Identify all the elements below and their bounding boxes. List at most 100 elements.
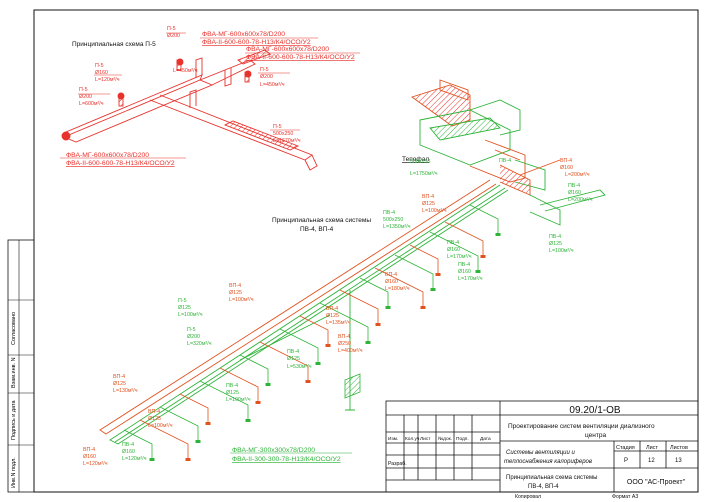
p5-label-2-name: П-5 <box>79 87 88 93</box>
branch-duct <box>394 254 434 288</box>
vp4-l8-name: ВП-4 <box>83 447 95 453</box>
vp4-l1-name: ВП-4 <box>422 194 434 200</box>
vp4-l3-flow: L=100м³/ч <box>229 297 254 303</box>
pv4-l10-d: Ø125 <box>226 390 239 396</box>
pv4-l6-name: ПВ-4 <box>549 234 561 240</box>
vp4-l2-d: Ø160 <box>385 279 398 285</box>
pv4-l3-name: ПВ-4 <box>447 240 459 246</box>
doc-code: 09.20/1-ОВ <box>569 405 620 416</box>
p5-label-5-name: П-5 <box>273 124 282 130</box>
vp4-l5-name: ВП-4 <box>338 334 350 340</box>
branch-duct <box>299 315 329 344</box>
pv4-l11-name: ПВ-4 <box>122 442 134 448</box>
vp4-l2-name: ВП-4 <box>385 272 397 278</box>
col-sheet: Лист <box>420 436 431 442</box>
branch-duct <box>429 231 479 270</box>
p5-label-3-d: Ø200 <box>167 33 180 39</box>
sheets-value: 13 <box>675 458 682 464</box>
p5-filter-labels: ФВА-МГ-600х600х78/D200 ФВА-II-600-600-78… <box>66 31 355 167</box>
green-filter-l2: ФВА-II-300-300-78-Н13/К4/ОСО/У2 <box>232 456 341 463</box>
pv4-l5-name: ПВ-4 <box>568 183 580 189</box>
vp4-l3-name: ВП-4 <box>229 283 241 289</box>
col-date: Дата <box>480 436 491 442</box>
branch-duct <box>374 267 424 306</box>
pv4-l9-name: ПВ-4 <box>287 349 299 355</box>
p5-leaders <box>60 32 360 159</box>
diffuser-icon <box>315 362 321 365</box>
pv4-l4-name: ПВ-4 <box>458 262 470 268</box>
vp4-l1-flow: L=100м³/ч <box>422 208 447 214</box>
title-block-text: 09.20/1-ОВ Проектирование систем вентиля… <box>388 405 688 500</box>
pv4-l6-d: Ø125 <box>549 241 562 247</box>
diffuser-icon <box>420 306 426 309</box>
vp4-l7-d: Ø125 <box>148 416 161 422</box>
vp4-l6-name: ВП-4 <box>113 374 125 380</box>
vp4-l6-flow: L=130м³/ч <box>113 388 138 394</box>
pv4-l5-d: Ø160 <box>568 190 581 196</box>
diffuser-icon <box>255 401 261 404</box>
vp4-l6-d: Ø125 <box>113 381 126 387</box>
stamp-replaced: Взам.инв. N <box>11 357 17 388</box>
col-doc: №док. <box>438 436 452 442</box>
p5-label-3-name: П-5 <box>167 26 176 32</box>
green-filter-l1: ФВА-МГ-300х300х78/D200 <box>232 447 315 454</box>
filter-left-l1: ФВА-МГ-600х600х78/D200 <box>66 152 149 159</box>
branch-duct <box>219 367 259 401</box>
diffuser-icon <box>325 344 331 347</box>
filter-left-l2: ФВА-II-600-600-78-Н13/К4/ОСО/У2 <box>66 160 175 167</box>
pv4-l1-d: 500х250 <box>410 159 430 165</box>
diffuser-icon <box>205 422 211 425</box>
p5-label-5-flow: L=1670м³/ч <box>273 138 301 144</box>
copied-label: Копировал <box>515 494 541 500</box>
vp4-l8-flow: L=120м³/ч <box>83 461 108 467</box>
branch-duct <box>319 302 369 341</box>
sheet-name-1: Принципиальная схема системы <box>506 475 597 481</box>
pv4-labels: 500х250 L=1750м³/ч ПВ-4 ПВ-4 500х250 L=1… <box>122 158 593 462</box>
pv4-l2-name: ПВ-4 <box>383 210 395 216</box>
vp4-l4-name: ВП-4 <box>326 306 338 312</box>
stamp-signature: Подпись и дата <box>11 400 17 440</box>
branch-duct <box>359 277 389 306</box>
diffuser-icon <box>430 288 436 291</box>
branch-duct <box>123 429 153 458</box>
p5-label-2-d: Ø200 <box>79 94 92 100</box>
diffuser-icon <box>435 273 441 276</box>
pv4-l2-d: 500х250 <box>383 217 403 223</box>
col-count: Кол.уч <box>405 436 420 442</box>
pv4-trunk <box>109 184 606 445</box>
p5-label-1-flow: L=120м³/ч <box>95 77 120 83</box>
branch-duct <box>179 393 209 422</box>
pv4-l7-d: Ø125 <box>178 305 191 311</box>
stamp-inventory: Инв.N подл. <box>11 457 17 488</box>
branch-duct <box>139 419 189 458</box>
p5-label-3-flow: L=450м³/ч <box>173 68 198 74</box>
sheets-header: Листов <box>670 445 688 451</box>
pv4-l11-d: Ø160 <box>122 449 135 455</box>
pv4-l4-flow: L=170м³/ч <box>458 276 483 282</box>
branch-duct <box>444 221 484 255</box>
sheet-value: 12 <box>648 458 655 464</box>
pv4-l1-flow: L=1750м³/ч <box>410 171 438 177</box>
ahu-unit <box>411 79 546 196</box>
filter-mid-l1: ФВА-МГ-600х600х78/D200 <box>246 46 329 53</box>
vp4-l9-flow: L=200м³/ч <box>565 172 590 178</box>
project-name-1: Проектирование систем вентиляции диализн… <box>508 423 655 430</box>
title-pv4-2: ПВ-4, ВП-4 <box>300 226 334 233</box>
branch-duct <box>159 406 199 440</box>
p5-label-1-name: П-5 <box>95 63 104 69</box>
pv4-l10-name: ПВ-4 <box>226 383 238 389</box>
vp4-l7-name: ВП-4 <box>148 409 160 415</box>
side-stamp: Согласовано Взам.инв. N Подпись и дата И… <box>7 239 35 493</box>
pv4-l9-flow: L=530м³/ч <box>287 364 312 370</box>
filter-mid-l2: ФВА-II-600-600-78-Н13/К4/ОСО/У2 <box>246 54 355 61</box>
vp4-l1-d: Ø125 <box>422 201 435 207</box>
title-block <box>385 400 699 493</box>
title-pv4-1: Принципиальная схема системы <box>272 217 371 224</box>
sheet-frame <box>33 9 699 493</box>
title-p5: Принципиальная схема П-5 <box>72 41 156 48</box>
diffuser-icon <box>365 341 371 344</box>
green-filter-body <box>344 373 361 399</box>
filter-top-l1: ФВА-МГ-600х600х78/D200 <box>202 31 285 38</box>
company-name: ООО "АС-Проект" <box>627 479 686 486</box>
